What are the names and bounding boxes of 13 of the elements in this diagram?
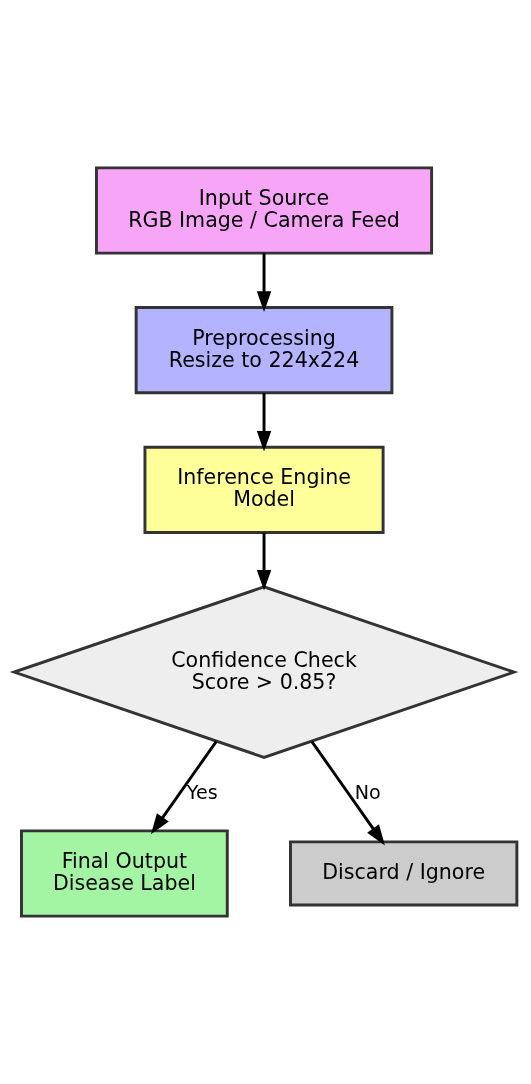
- node-diamond: Confidence Check Score > 0.85?: [9, 585, 519, 759]
- node-box: Discard / Ignore: [289, 840, 519, 907]
- edge-label: Yes: [186, 781, 218, 805]
- arrow: [150, 740, 218, 835]
- node-box: Inference Engine Model: [143, 445, 385, 534]
- arrow: [256, 532, 272, 591]
- node-box: Input Source RGB Image / Camera Feed: [95, 166, 434, 255]
- arrow: [310, 740, 385, 846]
- arrow: [256, 253, 272, 312]
- node-box: Preprocessing Resize to 224x224: [134, 306, 394, 395]
- edge-label: No: [354, 781, 381, 805]
- node-box: Final Output Disease Label: [20, 829, 229, 918]
- arrow: [256, 393, 272, 452]
